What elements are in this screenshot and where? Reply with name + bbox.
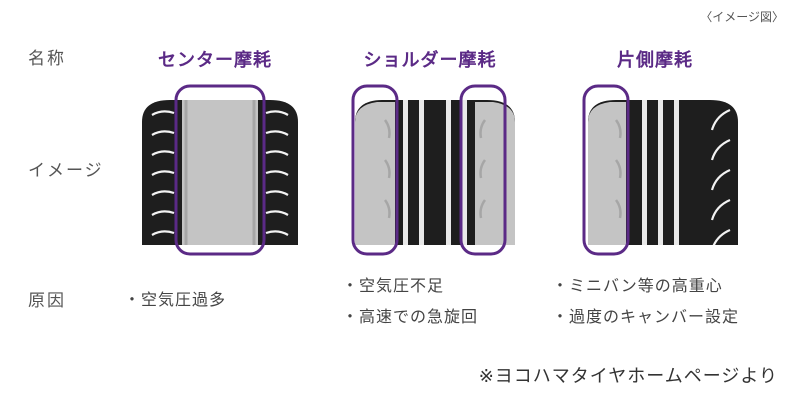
- title-one-side-wear: 片側摩耗: [617, 50, 693, 71]
- title-shoulder-wear: ショルダー摩耗: [363, 50, 497, 71]
- causes-shoulder-wear: ・空気圧不足 ・高速での急旋回: [342, 270, 478, 332]
- cause-item: ・空気圧不足: [342, 276, 445, 295]
- causes-one-side-wear: ・ミニバン等の高重心 ・過度のキャンバー設定: [552, 270, 739, 332]
- tire-center-wear-illustration: [142, 84, 298, 256]
- title-center-wear: センター摩耗: [158, 50, 272, 71]
- cause-item: ・高速での急旋回: [342, 307, 479, 326]
- tire-one-side-wear-illustration: [582, 84, 738, 256]
- cause-item: ・過度のキャンバー設定: [552, 307, 740, 326]
- source-note: ※ヨコハマタイヤホームページより: [478, 366, 778, 387]
- row-label-name: 名称: [28, 49, 66, 69]
- image-caption: 〈イメージ図〉: [700, 10, 784, 24]
- row-label-image: イメージ: [28, 161, 104, 181]
- cause-item: ・ミニバン等の高重心: [552, 276, 723, 295]
- row-label-cause: 原因: [28, 291, 66, 311]
- tire-shoulder-wear-illustration: [351, 84, 515, 256]
- cause-item: ・空気圧過多: [124, 290, 227, 309]
- causes-center-wear: ・空気圧過多: [124, 284, 226, 315]
